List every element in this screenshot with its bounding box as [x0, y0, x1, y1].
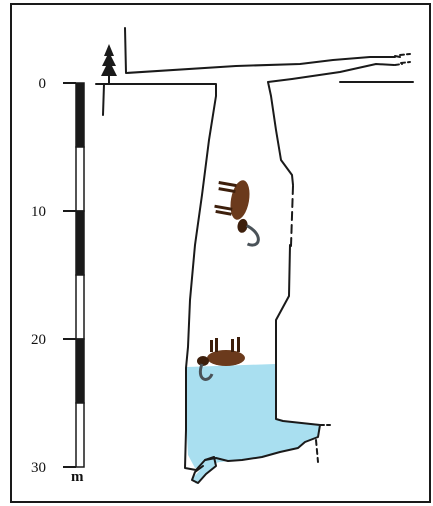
ibex-leg	[215, 210, 231, 216]
scale-tick-label: 0	[39, 76, 47, 92]
scale-segment	[76, 275, 84, 339]
scale-segment	[76, 147, 84, 211]
ibex-leg	[210, 340, 213, 352]
scale-tick-label: 30	[31, 460, 46, 476]
scale-tick-label: 10	[31, 204, 46, 220]
depth-scale-bar: 0 10 20 30 m	[31, 76, 84, 485]
scale-segment	[76, 403, 84, 467]
ibex-body	[207, 350, 245, 366]
scale-segment	[76, 339, 84, 403]
ibex-leg	[218, 187, 235, 193]
ibex-leg	[214, 205, 232, 211]
conifer-tree-icon	[101, 44, 117, 84]
ibex-leg	[237, 337, 240, 352]
ibex-icon	[209, 176, 268, 246]
scale-unit-label: m	[71, 469, 84, 485]
ibex-leg	[215, 338, 218, 352]
scale-segment	[76, 211, 84, 275]
scale-segment	[76, 83, 84, 147]
scale-tick-label: 20	[31, 332, 46, 348]
ibex-leg	[231, 339, 234, 352]
ibex-leg	[218, 181, 236, 187]
